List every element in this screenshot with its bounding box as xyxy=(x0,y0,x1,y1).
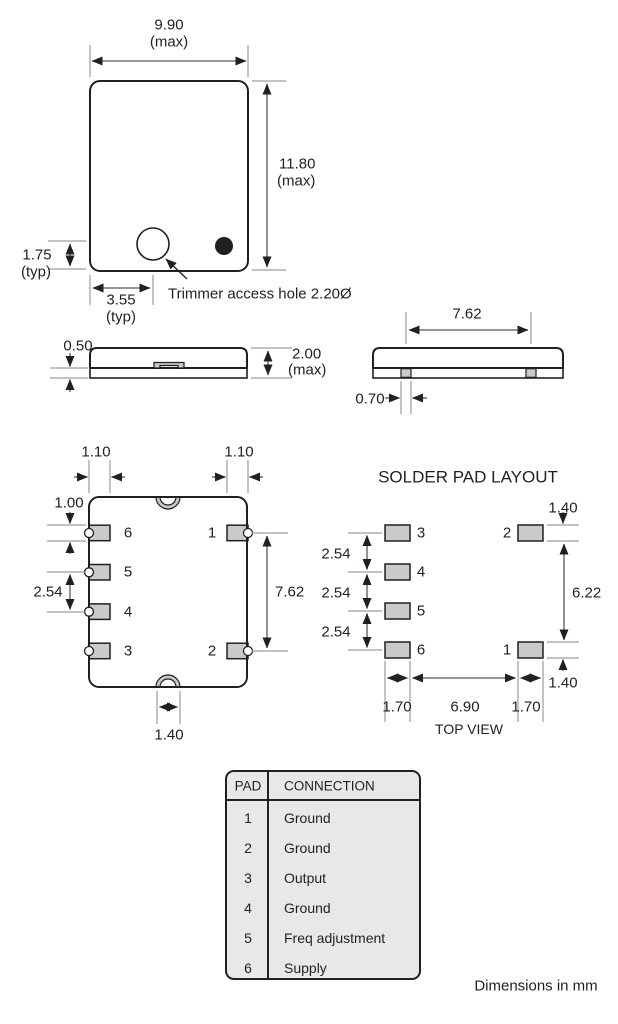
dim-hole-offset-y-qual: (typ) xyxy=(21,263,51,281)
dim-side-pad-span: 7.62 xyxy=(452,305,482,323)
table-row-connection: Ground xyxy=(284,840,331,856)
spl-dim-pitch-2: 2.54 xyxy=(321,584,351,602)
pad-number-6: 6 xyxy=(123,524,133,542)
spl-dim-pitch-1: 2.54 xyxy=(321,545,351,563)
spl-pad-number-6: 6 xyxy=(416,641,426,659)
dim-top-height-qualifier: (max) xyxy=(277,172,316,190)
spl-pad-5 xyxy=(384,602,411,620)
table-row-connection: Output xyxy=(284,870,327,886)
dim-pad-span: 7.62 xyxy=(275,583,305,601)
dim-body-height: 2.00 xyxy=(292,345,322,363)
pad-number-3: 3 xyxy=(123,642,133,660)
table-header-connection: CONNECTION xyxy=(284,778,375,794)
top-view-drawing xyxy=(48,45,286,305)
dim-pad-width-left: 1.10 xyxy=(81,443,111,461)
dim-hole-offset-x: 3.55 xyxy=(106,291,136,309)
side-view-drawing xyxy=(372,312,564,414)
table-column-divider xyxy=(267,772,269,978)
dim-base-thickness: 0.50 xyxy=(63,337,93,355)
dim-hole-offset-x-qual: (typ) xyxy=(106,308,136,326)
spl-pad-number-4: 4 xyxy=(416,563,426,581)
dim-side-pad-width: 0.70 xyxy=(355,390,385,408)
table-row-connection: Ground xyxy=(284,900,331,916)
spl-dim-col-left: 1.70 xyxy=(382,698,412,716)
units-footnote: Dimensions in mm xyxy=(474,977,598,995)
dim-pad-height: 1.00 xyxy=(54,494,84,512)
trimmer-access-hole xyxy=(136,227,170,261)
dim-top-width: 9.90 xyxy=(154,16,184,34)
spl-pad-number-3: 3 xyxy=(416,524,426,542)
table-header-divider xyxy=(227,799,419,801)
pin1-index-dot xyxy=(215,237,233,255)
seam-notch xyxy=(153,361,185,369)
pad-number-5: 5 xyxy=(123,563,133,581)
front-view-drawing xyxy=(50,347,292,392)
table-row-connection: Supply xyxy=(284,960,327,976)
solder-pad-layout-drawing xyxy=(348,512,579,722)
dim-body-height-qualifier: (max) xyxy=(288,361,327,379)
spl-pad-1 xyxy=(517,641,544,659)
table-header-pad: PAD xyxy=(234,778,262,794)
dim-pad-width-right: 1.10 xyxy=(224,443,254,461)
dim-pad-pitch: 2.54 xyxy=(33,583,63,601)
spl-caption: TOP VIEW xyxy=(435,721,503,737)
pad-number-4: 4 xyxy=(123,603,133,621)
spl-dim-col-right: 1.70 xyxy=(511,698,541,716)
spl-pad-number-1: 1 xyxy=(502,641,512,659)
table-row-connection: Ground xyxy=(284,810,331,826)
side-pad xyxy=(525,368,537,378)
spl-dim-inner-span: 6.22 xyxy=(572,584,602,602)
table-row-pad: 2 xyxy=(244,840,252,856)
pad-connection-table: PAD CONNECTION 1 Ground 2 Ground 3 Outpu… xyxy=(225,770,421,980)
dim-top-height: 11.80 xyxy=(279,155,316,173)
spl-pad-number-2: 2 xyxy=(502,524,512,542)
table-row-connection: Freq adjustment xyxy=(284,930,386,946)
spl-dim-pad-height-bottom: 1.40 xyxy=(548,674,578,692)
spl-pad-6 xyxy=(384,641,411,659)
bottom-view-drawing xyxy=(47,460,288,724)
spl-pad-2 xyxy=(517,524,544,542)
table-row-pad: 3 xyxy=(244,870,252,886)
spl-pad-3 xyxy=(384,524,411,542)
table-row-pad: 1 xyxy=(244,810,252,826)
spl-dim-pad-height-top: 1.40 xyxy=(548,499,578,517)
dim-top-width-qualifier: (max) xyxy=(149,33,189,51)
spl-dim-col-middle: 6.90 xyxy=(450,698,480,716)
spl-pad-4 xyxy=(384,563,411,581)
dim-hole-offset-y: 1.75 xyxy=(22,246,52,264)
solder-pad-layout-title: SOLDER PAD LAYOUT xyxy=(378,467,558,487)
pad-number-2: 2 xyxy=(207,642,217,660)
top-notch xyxy=(155,496,181,510)
dim-notch-width: 1.40 xyxy=(154,726,184,744)
trimmer-note: Trimmer access hole 2.20Ø xyxy=(168,285,352,303)
table-row-pad: 5 xyxy=(244,930,252,946)
spl-dim-pitch-3: 2.54 xyxy=(321,623,351,641)
pad-number-1: 1 xyxy=(207,524,217,542)
table-row-pad: 6 xyxy=(244,960,252,976)
table-row-pad: 4 xyxy=(244,900,252,916)
spl-pad-number-5: 5 xyxy=(416,602,426,620)
bottom-notch xyxy=(155,674,181,688)
side-pad xyxy=(400,368,412,378)
